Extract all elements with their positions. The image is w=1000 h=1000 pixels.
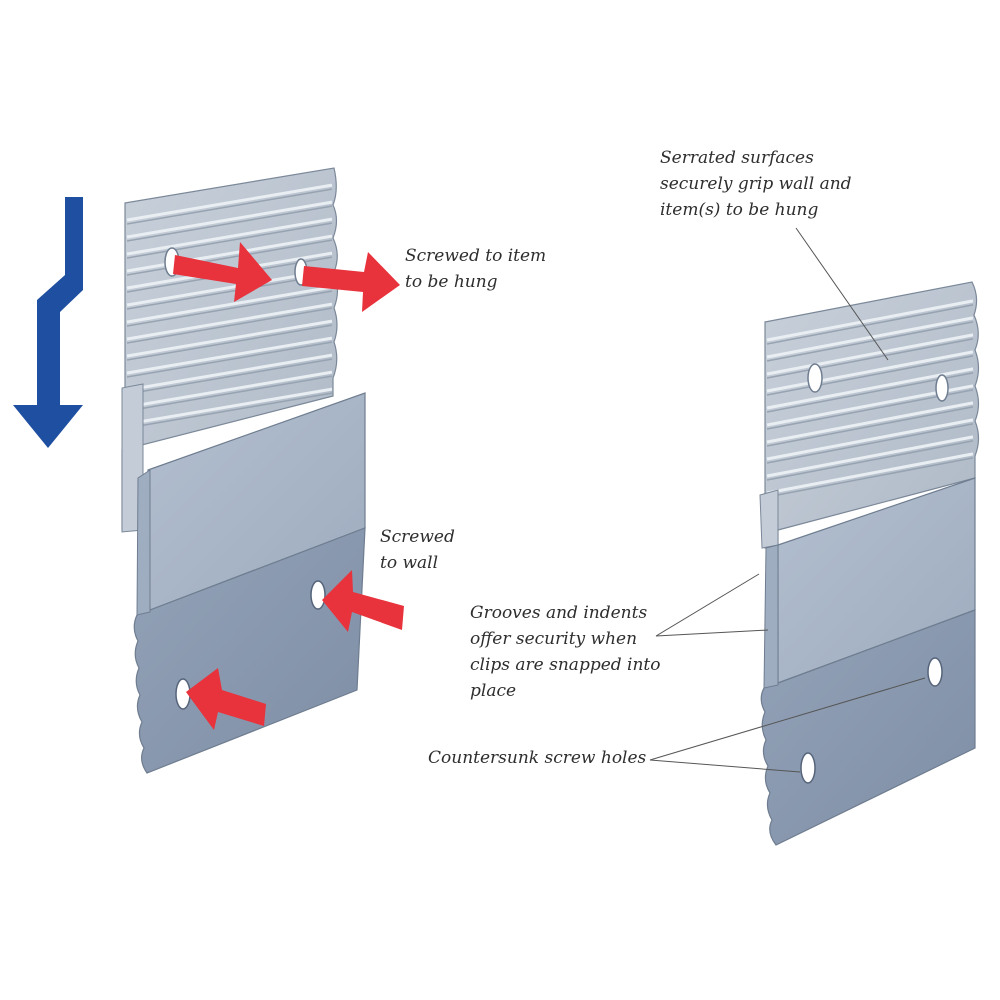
serration-groove bbox=[126, 222, 333, 259]
serration-ridge bbox=[126, 234, 333, 273]
leader-lines bbox=[649, 227, 926, 773]
left-bottom-clip-lower bbox=[133, 527, 366, 774]
serration-ridge bbox=[126, 319, 333, 358]
serration-ridge bbox=[766, 401, 974, 444]
serration-groove bbox=[126, 239, 333, 276]
serration-groove bbox=[766, 321, 974, 362]
serration-groove bbox=[766, 355, 974, 396]
serration-groove bbox=[126, 188, 333, 225]
right-arrow-icon bbox=[302, 252, 400, 312]
serration-ridge bbox=[766, 435, 974, 478]
label-countersunk-screw-holes: Countersunk screw holes bbox=[428, 748, 647, 768]
serration-groove bbox=[766, 304, 974, 345]
serration-ridge bbox=[766, 452, 974, 495]
leader-countersunk-1 bbox=[649, 677, 926, 761]
serration-ridge bbox=[126, 387, 333, 426]
serration-groove bbox=[766, 338, 974, 379]
serration-groove bbox=[766, 440, 974, 481]
left-arrow-icon bbox=[322, 570, 404, 632]
left-wall-screw-hole-1 bbox=[310, 580, 326, 610]
label-grooves-and-indents: Grooves and indents offer security when … bbox=[470, 603, 661, 701]
leader-grooves-1 bbox=[655, 573, 760, 637]
serration-ridge bbox=[766, 316, 974, 359]
serration-groove bbox=[126, 205, 333, 242]
right-arrow-icon bbox=[173, 242, 272, 302]
label-screwed-to-item: Screwed to item to be hung bbox=[405, 246, 547, 292]
right-bottom-clip-lower bbox=[760, 609, 976, 846]
label-screwed-to-wall: Screwed to wall bbox=[380, 527, 455, 573]
right-top-clip-lip bbox=[759, 489, 779, 549]
leader-grooves-2 bbox=[655, 629, 769, 637]
down-arrow-icon bbox=[13, 197, 83, 448]
serration-groove bbox=[126, 392, 333, 429]
serration-ridge bbox=[126, 200, 333, 239]
leader-countersunk-2 bbox=[649, 759, 801, 773]
right-item-screw-hole-1 bbox=[807, 363, 823, 393]
leader-serrated bbox=[795, 227, 889, 361]
serration-ridge bbox=[766, 333, 974, 376]
left-clip-assembly bbox=[13, 167, 404, 774]
serration-ridge bbox=[766, 350, 974, 393]
serration-groove bbox=[126, 341, 333, 378]
serration-ridge bbox=[126, 302, 333, 341]
serration-ridge bbox=[766, 299, 974, 342]
right-item-screw-hole-2 bbox=[935, 374, 949, 402]
right-bottom-clip-hook bbox=[763, 544, 779, 689]
right-wall-screw-hole-1 bbox=[927, 657, 943, 687]
serration-ridge bbox=[126, 336, 333, 375]
label-serrated-surfaces: Serrated surfaces securely grip wall and… bbox=[660, 148, 852, 220]
right-clip-assembly bbox=[649, 227, 980, 846]
serration-groove bbox=[126, 307, 333, 344]
serration-ridge bbox=[126, 353, 333, 392]
serration-groove bbox=[126, 290, 333, 327]
serration-ridge bbox=[126, 217, 333, 256]
left-bottom-clip-hook bbox=[136, 469, 151, 616]
serration-ridge bbox=[126, 285, 333, 324]
serration-groove bbox=[766, 457, 974, 498]
serration-ridge bbox=[126, 183, 333, 222]
serration-groove bbox=[126, 358, 333, 395]
left-arrow-icon bbox=[186, 668, 266, 730]
right-wall-screw-hole-2 bbox=[800, 752, 816, 784]
serration-ridge bbox=[126, 370, 333, 409]
serration-ridge bbox=[766, 418, 974, 461]
serration-groove bbox=[126, 324, 333, 361]
serration-ridge bbox=[766, 367, 974, 410]
serration-groove bbox=[766, 406, 974, 447]
serration-groove bbox=[766, 423, 974, 464]
serration-groove bbox=[126, 375, 333, 412]
